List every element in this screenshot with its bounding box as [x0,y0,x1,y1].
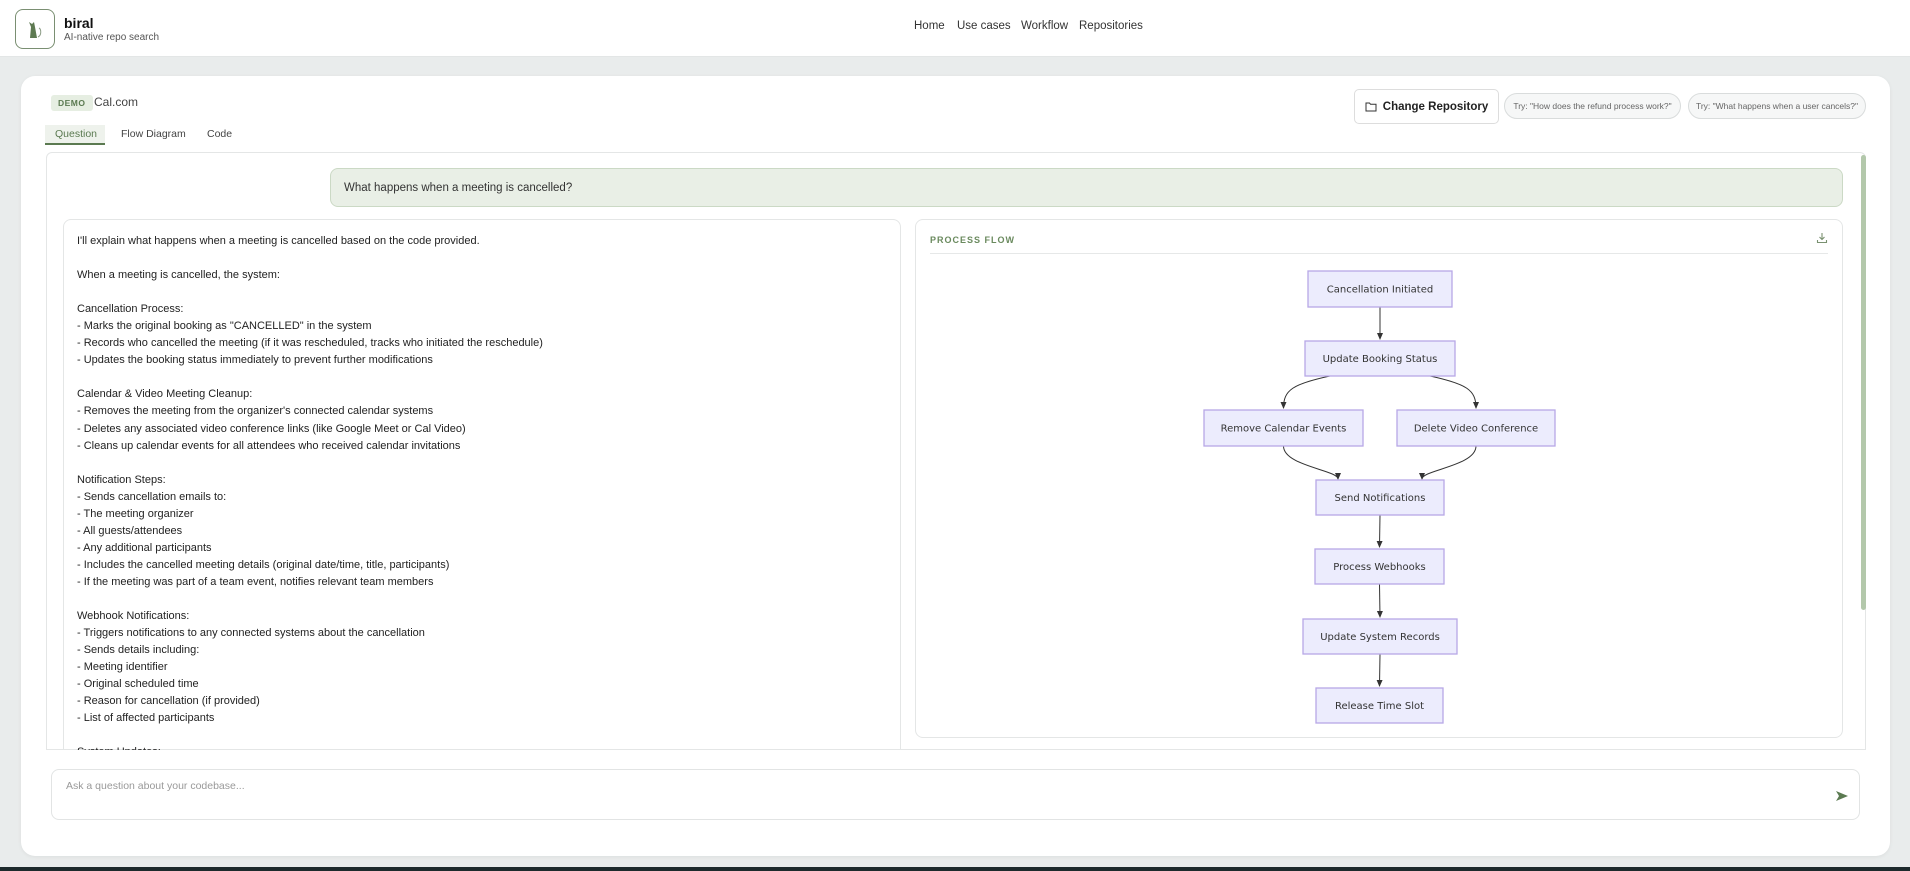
answer-line: I'll explain what happens when a meeting… [77,235,480,247]
flow-edge [1280,375,1331,409]
divider [930,253,1828,254]
answer-line: Cancellation Process: [77,303,184,316]
answer-line: - If the meeting was part of a team even… [77,575,434,588]
flow-node-box [1203,409,1364,447]
flow-node[interactable]: Process Webhooks [1314,548,1445,585]
answer-line: System Updates: [77,744,887,750]
flow-node-label: Update Booking Status [1323,354,1438,365]
flow-node-label: Release Time Slot [1335,701,1424,712]
answer-line: - Removes the meeting from the organizer… [77,405,434,418]
flow-node-box [1307,270,1453,308]
answer-line: - Sends details including: [77,644,200,657]
flow-node-box [1396,409,1556,447]
nav-use-cases[interactable]: Use cases [957,20,1011,32]
nav-home[interactable]: Home [914,20,945,32]
answer-line: - Deletes any associated video conferenc… [77,422,466,435]
flow-node-box [1315,479,1445,516]
answer-line: Webhook Notifications: [77,610,190,623]
top-header: biral AI-native repo search Home Use cas… [0,0,1910,57]
question-input-box[interactable] [51,769,1860,820]
answer-line: - Updates the booking status immediately… [77,354,433,367]
answer-line [77,369,887,386]
answer-line [77,284,887,301]
answer-line [77,591,887,608]
flow-node-label: Update System Records [1320,632,1440,643]
suggestion-refund[interactable]: Try: "How does the refund process work?" [1504,93,1681,119]
flow-node[interactable]: Cancellation Initiated [1307,270,1453,308]
conversation-area [46,152,1866,750]
answer-line: - Includes the cancelled meeting details… [77,558,450,571]
answer-panel: I'll explain what happens when a meeting… [63,219,901,750]
flow-node-box [1314,548,1445,585]
answer-line: - Meeting identifier [77,661,168,674]
answer-line: - Reason for cancellation (if provided) [77,695,260,708]
flow-node-label: Process Webhooks [1333,562,1426,573]
brand-subtitle: AI-native repo search [64,32,160,43]
logo[interactable] [15,9,55,49]
suggestion-cancel[interactable]: Try: "What happens when a user cancels?" [1688,93,1866,119]
demo-badge: DEMO [51,95,93,111]
flow-edge [1376,514,1383,548]
flow-edge [1419,445,1477,480]
change-repository-button[interactable]: Change Repository [1354,89,1499,124]
answer-line: - The meeting organizer [77,507,194,520]
answer-line: Calendar & Video Meeting Cleanup: [77,388,253,401]
answer-line: - Cleans up calendar events for all atte… [77,439,461,452]
answer-line: - Original scheduled time [77,678,199,691]
flow-node[interactable]: Send Notifications [1315,479,1445,516]
user-question: What happens when a meeting is cancelled… [330,168,1843,207]
answer-line: - List of affected participants [77,712,215,725]
flow-edge [1376,583,1383,618]
flow-node[interactable]: Update System Records [1302,618,1458,655]
answer-line: - Any additional participants [77,541,212,554]
question-input[interactable] [66,780,1766,792]
folder-icon [1365,102,1377,112]
tab-code[interactable]: Code [207,128,233,140]
nav-workflow[interactable]: Workflow [1021,20,1069,32]
flow-edge [1283,445,1341,480]
answer-line: - Triggers notifications to any connecte… [77,627,425,640]
flow-node[interactable]: Update Booking Status [1304,340,1456,377]
flow-node-label: Delete Video Conference [1414,424,1538,435]
answer-line: - Sends cancellation emails to: [77,490,227,503]
tab-question[interactable]: Question [45,125,105,145]
flow-node[interactable]: Remove Calendar Events [1203,409,1364,447]
flow-node-box [1302,618,1458,655]
brand-title: biral [64,15,94,31]
answer-line: - All guests/attendees [77,524,183,537]
answer-line: Notification Steps: [77,473,166,486]
nav-repositories[interactable]: Repositories [1079,20,1143,32]
flow-node-label: Cancellation Initiated [1327,285,1433,296]
repo-name: Cal.com [94,95,139,109]
flow-node-label: Remove Calendar Events [1221,424,1347,435]
download-icon[interactable] [1816,232,1828,244]
flow-edge [1376,653,1383,687]
answer-line [77,250,887,267]
answer-clip: I'll explain what happens when a meeting… [46,152,1858,750]
process-flow-title: PROCESS FLOW [930,235,1016,245]
bottom-edge [0,867,1910,871]
flow-node-box [1304,340,1456,377]
flow-node[interactable]: Delete Video Conference [1396,409,1556,447]
change-repository-label: Change Repository [1382,100,1489,113]
answer-line: - Marks the original booking as "CANCELL… [77,320,372,333]
scrollbar[interactable] [1861,155,1866,610]
answer-line: When a meeting is cancelled, the system: [77,269,280,282]
flow-node[interactable]: Release Time Slot [1315,687,1444,724]
send-icon[interactable] [1835,790,1849,802]
answer-line [77,455,887,472]
answer-line [77,727,887,744]
flow-node-label: Send Notifications [1335,493,1426,504]
flow-edge [1429,375,1479,409]
tab-flow-diagram[interactable]: Flow Diagram [121,128,186,140]
cat-icon [29,22,42,38]
flow-node-box [1315,687,1444,724]
answer-line: - Records who cancelled the meeting (if … [77,337,543,350]
